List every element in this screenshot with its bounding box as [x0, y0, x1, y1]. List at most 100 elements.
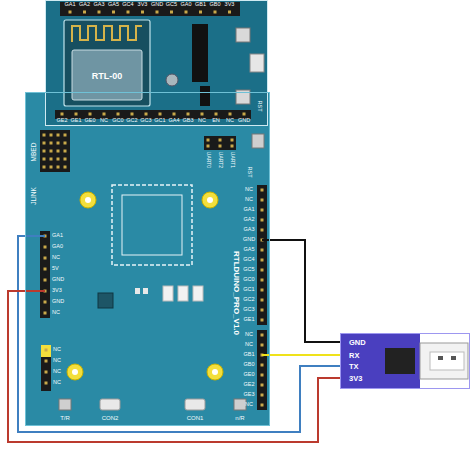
pins: [64, 158, 67, 161]
pins: [261, 269, 264, 272]
pins: [187, 113, 190, 116]
pin-label: GA1: [52, 233, 63, 239]
pins: [261, 364, 264, 367]
pins: [43, 142, 46, 145]
pins: [50, 134, 53, 137]
pins: [170, 11, 173, 14]
rtlduino-board: [25, 92, 270, 426]
pin-label: NC: [53, 369, 61, 375]
pins: [243, 113, 246, 116]
pins: [261, 299, 264, 302]
dev-board: RTLDUINO_PRO_V1.0: [25, 92, 270, 426]
pin-label: GB1: [243, 352, 254, 358]
pins: [261, 404, 264, 407]
pins: [44, 257, 47, 260]
usb-uart-adapter: [340, 333, 468, 389]
pin-label: GA3: [93, 2, 104, 8]
usb-connector: [185, 399, 205, 410]
pin-label: 3V3: [52, 288, 62, 294]
pins: [261, 209, 264, 212]
pin-label: NC: [245, 342, 253, 348]
rf-module-footprint: [112, 185, 192, 265]
pins: [43, 150, 46, 153]
pin-header: [41, 345, 51, 357]
pins: [45, 371, 48, 374]
pin-label: GA0: [180, 2, 191, 8]
pin-label: RST: [246, 167, 252, 178]
pins: [156, 11, 159, 14]
pins: [145, 113, 148, 116]
resistor-symbol: [178, 286, 188, 301]
ic-chip: [143, 288, 148, 294]
pins: [57, 134, 60, 137]
rf-module-footprint: [122, 195, 182, 255]
pins: [57, 158, 60, 161]
pins: [231, 139, 234, 142]
pins: [141, 11, 144, 14]
node-label: TX: [349, 363, 359, 371]
pin-label: GB3: [182, 118, 193, 124]
ic-chip: [98, 288, 148, 308]
pin-label: GE1: [243, 317, 254, 323]
usb-connector: [100, 399, 120, 410]
mounting-hole: [72, 369, 78, 375]
pins: [261, 219, 264, 222]
pin-header: [40, 130, 267, 410]
pins: [261, 279, 264, 282]
usb-uart-adapter: [420, 343, 468, 379]
pins: [214, 11, 217, 14]
pin-label: MBED: [31, 143, 38, 162]
usb-uart-adapter: [430, 352, 464, 370]
rf-module-footprint: [112, 185, 192, 265]
wire-stub: [262, 239, 270, 241]
pin-label: EN: [212, 118, 220, 124]
pin-label: GE3: [243, 392, 254, 398]
pin-label: GA5: [108, 2, 119, 8]
pin-label: NC: [245, 332, 253, 338]
pins: [131, 113, 134, 116]
pin-label: n/R: [235, 415, 244, 421]
pin-label: GC2: [126, 118, 137, 124]
pin-header: [40, 130, 70, 172]
pin-label: GND: [243, 237, 255, 243]
pins: [219, 139, 222, 142]
wire-stub: [262, 354, 270, 356]
wire: [270, 354, 340, 356]
pins: [229, 113, 232, 116]
pins: [45, 360, 48, 363]
pin-label: CON2: [102, 415, 119, 421]
pins: [228, 11, 231, 14]
node-label: GND: [349, 339, 366, 347]
pin-label: UART2: [218, 152, 223, 168]
ic-chip: [98, 293, 113, 308]
module-parts: [200, 86, 210, 106]
pin-label: GA0: [52, 244, 63, 250]
pins: [219, 145, 222, 148]
pins: [261, 374, 264, 377]
pins: [127, 11, 130, 14]
pin-label: CON1: [187, 415, 204, 421]
pin-label: UART0: [206, 152, 211, 168]
pins: [43, 166, 46, 169]
pin-label: GE1: [70, 118, 81, 124]
pin-label: GB0: [243, 362, 254, 368]
module-parts: [250, 54, 264, 72]
pins: [261, 309, 264, 312]
mounting-hole: [207, 364, 223, 380]
pin-label: T/R: [60, 415, 70, 421]
pin-label: RST: [256, 101, 262, 112]
pin-label: NC: [53, 380, 61, 386]
pin-label: UART1: [230, 152, 235, 168]
pins: [43, 158, 46, 161]
usb-uart-adapter: GNDRXTX3V3: [340, 333, 470, 389]
usb-uart-adapter: [438, 356, 443, 360]
wifi-module: [72, 26, 142, 42]
pins: [43, 134, 46, 137]
pins: [261, 199, 264, 202]
wire: [8, 291, 340, 442]
rtl-00-module: [45, 0, 268, 126]
